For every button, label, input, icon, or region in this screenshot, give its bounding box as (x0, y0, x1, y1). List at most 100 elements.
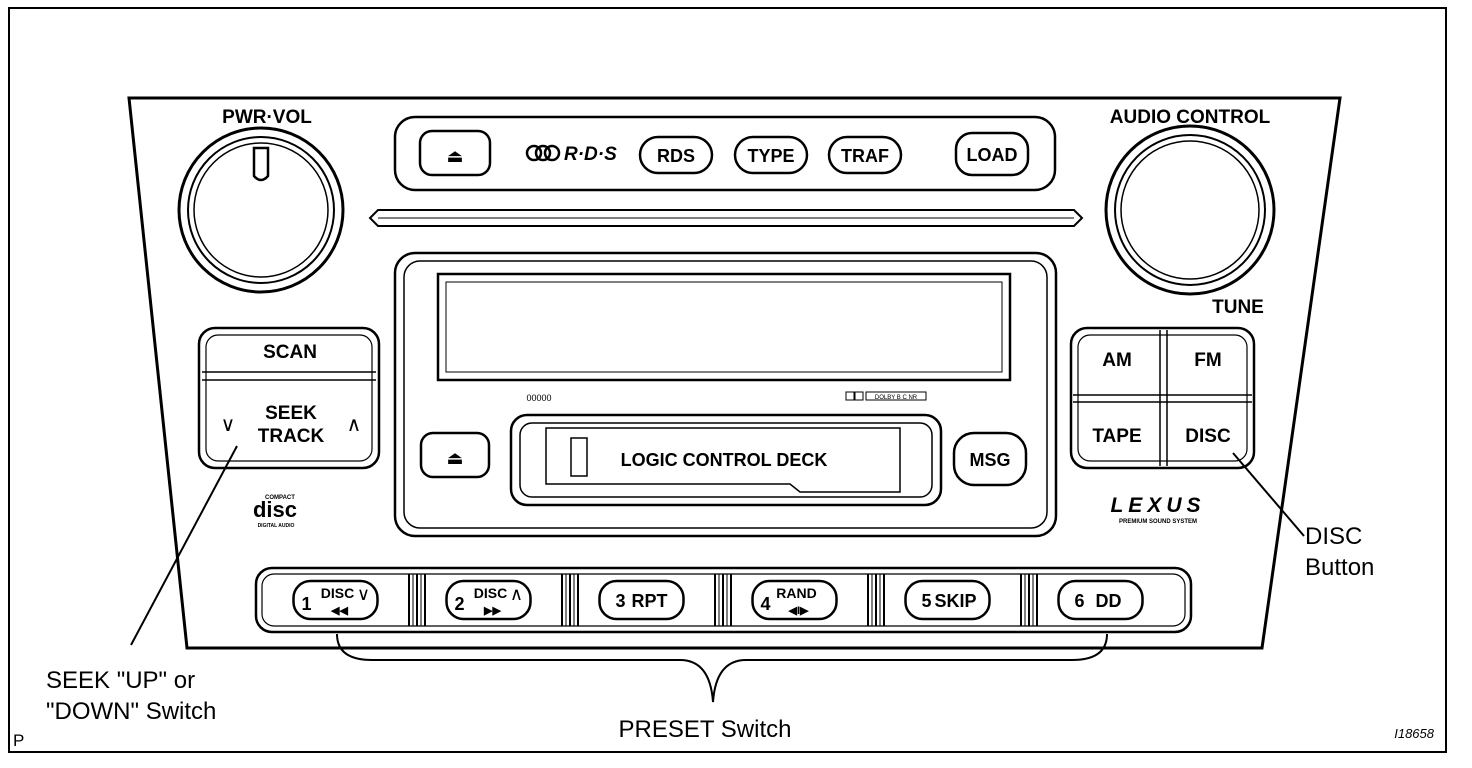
preset-strip (254, 566, 1193, 634)
knob-indicator-icon (252, 146, 270, 182)
preset-arrow-icon: ∨ (357, 584, 370, 604)
preset-label: DD (1096, 591, 1122, 611)
eject-icon: ⏏ (446, 146, 463, 166)
traf-button[interactable]: TRAF (827, 135, 903, 175)
am-button[interactable]: AM (1078, 335, 1160, 395)
cd-logo-bottom: DIGITAL AUDIO (258, 523, 295, 529)
msg-button-label: MSG (969, 450, 1010, 470)
scan-button-label: SCAN (263, 342, 317, 363)
preset-divider (714, 574, 732, 626)
preset-number: 2 (455, 594, 465, 614)
callout-lines (130, 445, 1305, 703)
dolby-mark: DOLBY B C NR (845, 391, 927, 401)
display-window-inner (445, 281, 1003, 373)
seek-up-icon: ∧ (347, 414, 362, 436)
msg-button[interactable]: MSG (952, 431, 1028, 487)
preset-button-6[interactable]: 6 DD (1057, 579, 1144, 621)
preset-dividers (408, 574, 1038, 626)
rds-logo: R·D·S (525, 144, 617, 165)
load-button[interactable]: LOAD (954, 131, 1030, 177)
preset-number: 1 (302, 594, 312, 614)
preset-sub-icon: ◀◀ (330, 605, 348, 617)
preset-top-label: DISC (474, 585, 507, 601)
eject-icon: ⏏ (446, 448, 463, 468)
cd-slot (368, 209, 1084, 227)
seek-track-button[interactable]: SEEK TRACK ∨ ∧ (206, 382, 372, 460)
scan-button[interactable]: SCAN (206, 335, 372, 371)
tape-button-label: TAPE (1092, 426, 1141, 447)
audio-control-knob[interactable] (1104, 124, 1276, 296)
tune-label: TUNE (1212, 297, 1264, 318)
tape-window-icon (570, 437, 588, 477)
am-button-label: AM (1102, 350, 1132, 371)
eject-button-top[interactable]: ⏏ (418, 129, 492, 177)
disc-callout-line2: Button (1305, 554, 1374, 581)
pwr-vol-knob[interactable] (177, 126, 345, 294)
compact-disc-logo: COMPACT disc DIGITAL AUDIO (253, 495, 297, 529)
preset-number: 3 (616, 591, 626, 611)
disc-button[interactable]: DISC (1167, 402, 1247, 461)
preset-number: 5 (922, 591, 932, 611)
scan-seek-panel (197, 326, 381, 470)
tape-counter: 00000 (526, 393, 551, 403)
traf-button-label: TRAF (841, 146, 889, 166)
figure-border (8, 7, 1447, 753)
load-button-label: LOAD (967, 145, 1018, 165)
seek-callout-line2: "DOWN" Switch (46, 698, 216, 725)
preset-divider (867, 574, 885, 626)
preset-sub-icon: ▶▶ (483, 605, 501, 617)
band-panel (1069, 326, 1256, 470)
cd-logo-top: COMPACT (265, 495, 295, 501)
type-button[interactable]: TYPE (733, 135, 809, 175)
tape-button[interactable]: TAPE (1078, 402, 1160, 461)
preset-callout: PRESET Switch (619, 716, 792, 743)
preset-number: 4 (761, 594, 771, 614)
rds-button[interactable]: RDS (638, 135, 714, 175)
lexus-text: LEXUS (1110, 494, 1205, 517)
preset-divider (408, 574, 426, 626)
seek-down-icon: ∨ (221, 414, 236, 436)
corner-left-mark: P (13, 731, 24, 750)
pwr-vol-label: PWR·VOL (222, 107, 312, 128)
rds-logo-text: R·D·S (564, 144, 617, 165)
tape-door[interactable]: LOGIC CONTROL DECK (509, 413, 943, 507)
preset-button-4[interactable]: 4 RAND ◀I▶ (751, 579, 838, 621)
preset-divider (1020, 574, 1038, 626)
fm-button[interactable]: FM (1167, 335, 1247, 395)
preset-top-label: RAND (776, 585, 816, 601)
track-label: TRACK (258, 426, 325, 447)
rds-button-label: RDS (657, 146, 695, 166)
cd-logo-text: disc (253, 497, 297, 522)
premium-sound-text: PREMIUM SOUND SYSTEM (1119, 519, 1197, 525)
eject-button-tape[interactable]: ⏏ (419, 431, 491, 479)
dolby-text: DOLBY B C NR (875, 395, 918, 401)
preset-label: SKIP (934, 591, 976, 611)
seek-callout-line1: SEEK "UP" or (46, 667, 195, 694)
fm-button-label: FM (1194, 350, 1221, 371)
disc-button-label: DISC (1185, 426, 1231, 447)
faceplate (127, 96, 1342, 650)
figure-id: I18658 (1394, 726, 1435, 741)
preset-divider (561, 574, 579, 626)
disc-callout-line1: DISC (1305, 523, 1362, 550)
seek-callout-line (130, 445, 238, 646)
preset-brace (336, 633, 1108, 703)
preset-button-2[interactable]: 2 DISC∧ ▶▶ (445, 579, 532, 621)
seek-label: SEEK (265, 403, 317, 424)
type-button-label: TYPE (747, 146, 794, 166)
preset-number: 6 (1075, 591, 1085, 611)
audio-control-label: AUDIO CONTROL (1110, 107, 1271, 128)
preset-sub-icon: ◀I▶ (788, 605, 810, 617)
logic-control-deck-label: LOGIC CONTROL DECK (621, 450, 828, 470)
lexus-logo: LEXUS PREMIUM SOUND SYSTEM (1110, 494, 1205, 525)
center-panel-inner (403, 260, 1048, 529)
preset-arrow-icon: ∧ (510, 584, 523, 604)
display-window (436, 272, 1012, 382)
disc-callout-line (1232, 452, 1305, 537)
